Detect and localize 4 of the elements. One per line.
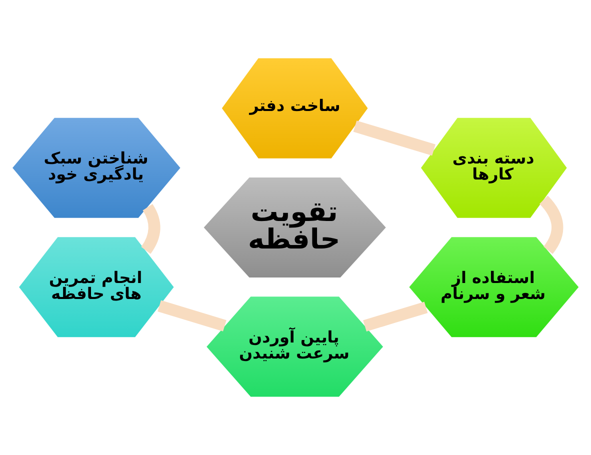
- connector: [158, 300, 226, 332]
- connector: [363, 302, 428, 332]
- connector: [353, 120, 436, 156]
- connector: [141, 204, 160, 254]
